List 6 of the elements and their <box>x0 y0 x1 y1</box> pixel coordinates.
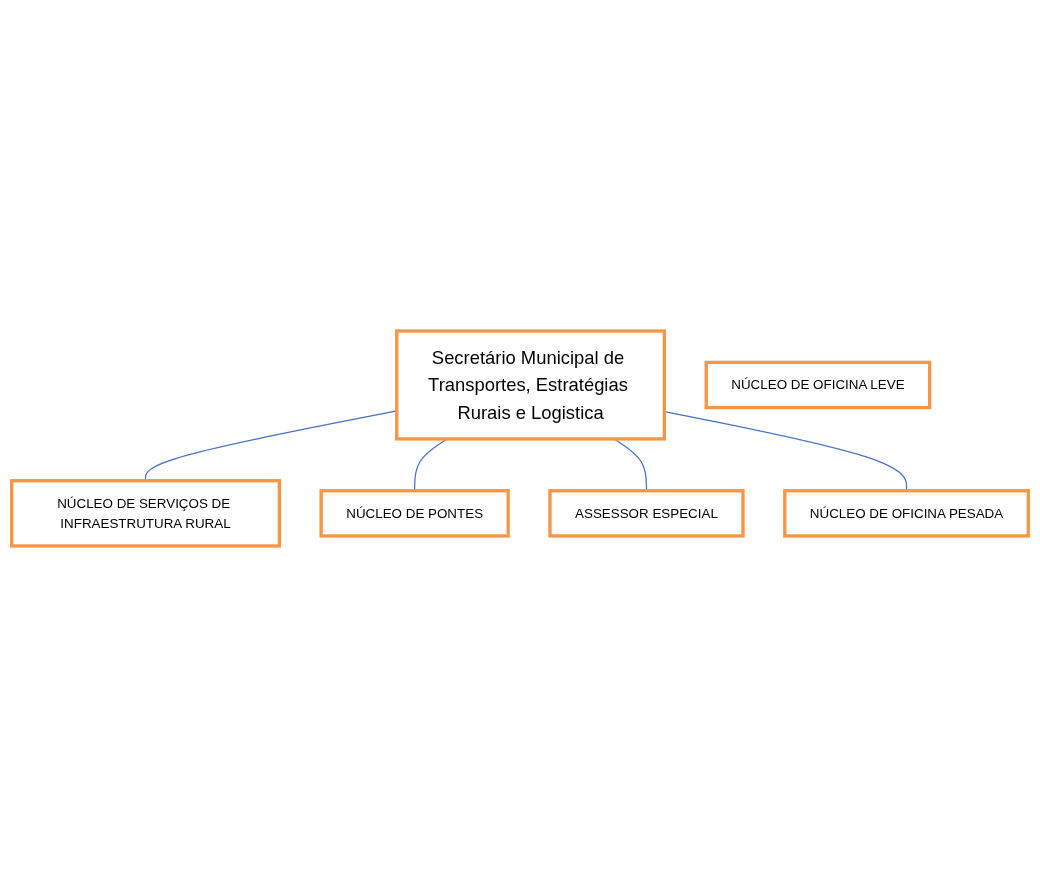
node-box: NÚCLEO DE SERVIÇOS DE INFRAESTRUTURA RURAL <box>10 479 281 548</box>
node-box: NÚCLEO DE PONTES <box>319 489 510 538</box>
node-box: Secretário Municipal de Transportes, Estratégias Rurais e Logistica <box>395 329 667 441</box>
node-box: ASSESSOR ESPECIAL <box>548 489 745 538</box>
node-box: NÚCLEO DE OFICINA PESADA <box>783 489 1030 538</box>
node-box: NÚCLEO DE OFICINA LEVE <box>704 360 932 410</box>
